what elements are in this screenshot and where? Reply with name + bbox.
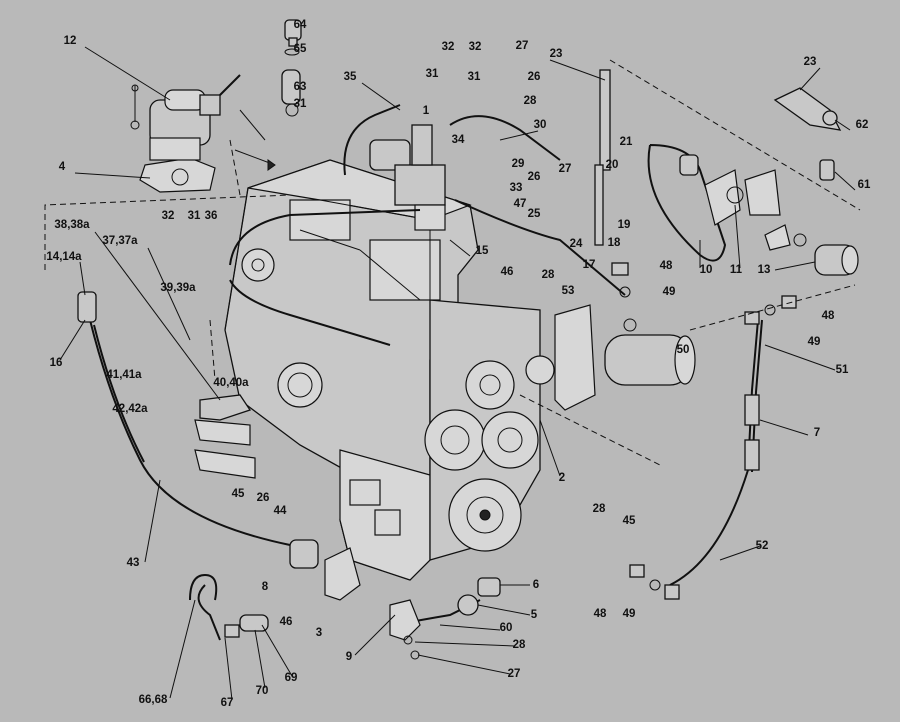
part-label-p8: 8 — [262, 581, 269, 593]
bottom-fittings — [189, 539, 501, 660]
part-label-p33: 33 — [510, 182, 523, 194]
part-label-p26c: 26 — [257, 492, 270, 504]
part-label-p6668: 66,68 — [139, 694, 168, 706]
part-label-p65: 65 — [294, 43, 307, 55]
part-label-p62: 62 — [856, 119, 869, 131]
part-label-p4242a: 42,42a — [112, 403, 148, 415]
part-label-p10: 10 — [700, 264, 713, 276]
part-label-p32b: 32 — [469, 41, 482, 53]
part-label-p3737a: 37,37a — [102, 235, 138, 247]
part-label-p63: 63 — [294, 81, 307, 93]
part-label-p69: 69 — [285, 672, 298, 684]
part-label-p67: 67 — [221, 697, 234, 709]
part-label-p6: 6 — [533, 579, 539, 591]
part-label-p45b: 45 — [623, 515, 636, 527]
part-label-p28c: 28 — [593, 503, 606, 515]
part-label-p13: 13 — [758, 264, 771, 276]
part-label-p50: 50 — [677, 344, 690, 356]
part-label-p29: 29 — [512, 158, 525, 170]
part-label-p28a: 28 — [524, 95, 537, 107]
part-label-p46b: 46 — [280, 616, 293, 628]
part-label-p2: 2 — [559, 472, 565, 484]
part-label-p5: 5 — [531, 609, 538, 621]
part-label-p19: 19 — [618, 219, 631, 231]
solenoid-12 — [130, 74, 241, 193]
part-label-p25: 25 — [528, 208, 541, 220]
part-label-p31d: 31 — [188, 210, 201, 222]
part-label-p27c: 27 — [508, 668, 521, 680]
part-label-p17: 17 — [583, 259, 596, 271]
part-label-p49a: 49 — [663, 286, 676, 298]
part-label-p35: 35 — [344, 71, 357, 83]
part-label-p26b: 26 — [528, 171, 541, 183]
part-label-p27a: 27 — [516, 40, 529, 52]
part-label-p31c: 31 — [468, 71, 481, 83]
part-label-p30: 30 — [534, 119, 547, 131]
part-label-p12: 12 — [64, 35, 77, 47]
part-label-p1: 1 — [423, 105, 430, 117]
part-label-p49b: 49 — [808, 336, 821, 348]
part-label-p53: 53 — [562, 285, 575, 297]
part-label-p44: 44 — [274, 505, 287, 517]
part-label-p64: 64 — [294, 19, 307, 31]
part-label-p28d: 28 — [513, 639, 526, 651]
part-label-p43: 43 — [127, 557, 140, 569]
part-label-p26a: 26 — [528, 71, 541, 83]
part-label-p61: 61 — [858, 179, 871, 191]
part-label-p3939a: 39,39a — [160, 282, 196, 294]
starter-motor-50 — [554, 304, 696, 411]
part-label-p49c: 49 — [623, 608, 636, 620]
direction-arrows — [234, 109, 276, 171]
fitting-stack — [281, 19, 302, 117]
part-label-p31b: 31 — [426, 68, 439, 80]
part-label-p9: 9 — [346, 651, 352, 663]
part-label-p46a: 46 — [501, 266, 514, 278]
leader-lines — [59, 46, 856, 701]
reference-lines — [44, 59, 861, 466]
part-label-p21: 21 — [620, 136, 633, 148]
bracket-plates — [194, 394, 256, 479]
part-label-p32c: 32 — [162, 210, 175, 222]
chain-assembly — [594, 69, 859, 276]
part-label-p23b: 23 — [804, 56, 817, 68]
part-label-p3838a: 38,38a — [54, 219, 90, 231]
part-label-p16: 16 — [50, 357, 63, 369]
part-label-p20: 20 — [606, 159, 619, 171]
part-label-p4: 4 — [59, 161, 66, 173]
part-label-p32a: 32 — [442, 41, 455, 53]
part-label-p48c: 48 — [594, 608, 607, 620]
part-label-p4040a: 40,40a — [213, 377, 249, 389]
part-label-p60: 60 — [500, 622, 513, 634]
part-label-p48b: 48 — [822, 310, 835, 322]
part-label-p70: 70 — [256, 685, 269, 697]
control-valve — [369, 124, 446, 231]
part-label-p24: 24 — [570, 238, 583, 250]
part-label-p52: 52 — [756, 540, 769, 552]
part-label-p3: 3 — [316, 627, 322, 639]
hose-fittings — [611, 262, 797, 600]
part-label-p51: 51 — [836, 364, 849, 376]
part-label-p28b: 28 — [542, 269, 555, 281]
part-label-p31a: 31 — [294, 98, 307, 110]
part-label-p4141a: 41,41a — [106, 369, 142, 381]
part-label-p15: 15 — [476, 245, 489, 257]
part-label-p11: 11 — [730, 264, 743, 276]
part-label-p36: 36 — [205, 210, 218, 222]
fitting-16 — [77, 291, 97, 323]
part-label-p18: 18 — [608, 237, 621, 249]
part-label-p45a: 45 — [232, 488, 245, 500]
part-label-p23a: 23 — [550, 48, 563, 60]
part-label-p27b: 27 — [559, 163, 572, 175]
part-label-p34: 34 — [452, 134, 465, 146]
part-label-p1414a: 14,14a — [46, 251, 82, 263]
part-label-p48a: 48 — [660, 260, 673, 272]
drive-pulleys — [424, 355, 555, 552]
part-label-p47: 47 — [514, 198, 527, 210]
part-label-p7: 7 — [814, 427, 820, 439]
